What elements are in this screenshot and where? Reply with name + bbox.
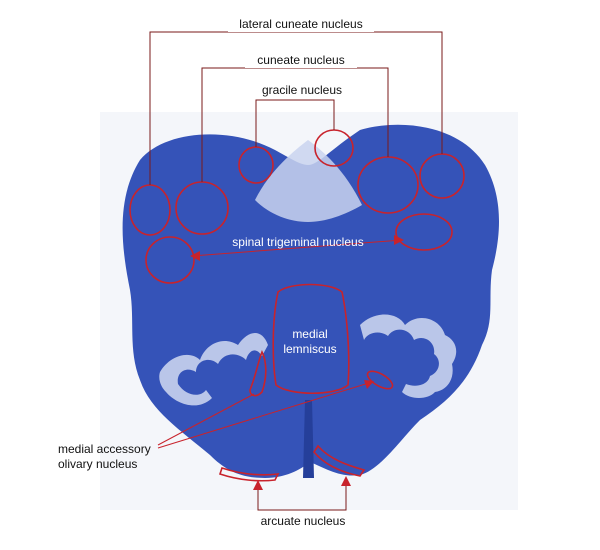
- spinal-trigeminal-label: spinal trigeminal nucleus: [232, 235, 363, 249]
- spinal-trigeminal-arrow-left: [190, 251, 200, 261]
- left-spinal-trigeminal-outline: [145, 236, 195, 284]
- medial-lemniscus-label-line2: lemniscus: [283, 342, 336, 356]
- medial-accessory-label-line1: medial accessory: [58, 442, 151, 456]
- medial-accessory-label-line2: olivary nucleus: [58, 457, 137, 471]
- gracile-leader: [255, 99, 335, 147]
- lateral-cuneate-label-bg: [228, 16, 374, 32]
- cuneate-label-bg: [245, 52, 357, 68]
- left-medial-accessory-outline: [249, 350, 267, 397]
- region-outlines: [129, 129, 465, 482]
- arcuate-arrow-left: [253, 480, 263, 490]
- arcuate-label: arcuate nucleus: [261, 514, 346, 528]
- medial-lemniscus-outline: [272, 283, 350, 394]
- labels: lateral cuneate nucleus cuneate nucleus …: [58, 16, 374, 529]
- right-arcuate-outline: [313, 444, 366, 477]
- spinal-trigeminal-arrow-right: [394, 235, 404, 245]
- gracile-label-bg: [252, 82, 352, 98]
- right-spinal-trigeminal-outline: [395, 213, 453, 251]
- medial-accessory-arrow-right: [364, 380, 374, 389]
- arcuate-label-bg: [255, 513, 351, 529]
- spinal-trigeminal-leader: [191, 239, 403, 257]
- medial-accessory-leader-right: [157, 381, 373, 449]
- ventral-median-fissure: [303, 400, 314, 478]
- gracile-label: gracile nucleus: [262, 83, 342, 97]
- lateral-cuneate-label: lateral cuneate nucleus: [239, 17, 362, 31]
- arcuate-leader: [257, 478, 347, 511]
- medial-accessory-leader-left: [157, 393, 255, 446]
- dorsal-midline-area: [255, 140, 362, 222]
- tissue-section: [122, 124, 500, 478]
- left-arcuate-outline: [218, 466, 280, 482]
- arcuate-arrow-right: [341, 476, 351, 486]
- cuneate-label: cuneate nucleus: [257, 53, 344, 67]
- medial-lemniscus-label-line1: medial: [292, 327, 327, 341]
- right-inferior-olive: [360, 314, 457, 398]
- right-medial-accessory-outline: [366, 370, 394, 390]
- left-inferior-olive: [159, 332, 268, 406]
